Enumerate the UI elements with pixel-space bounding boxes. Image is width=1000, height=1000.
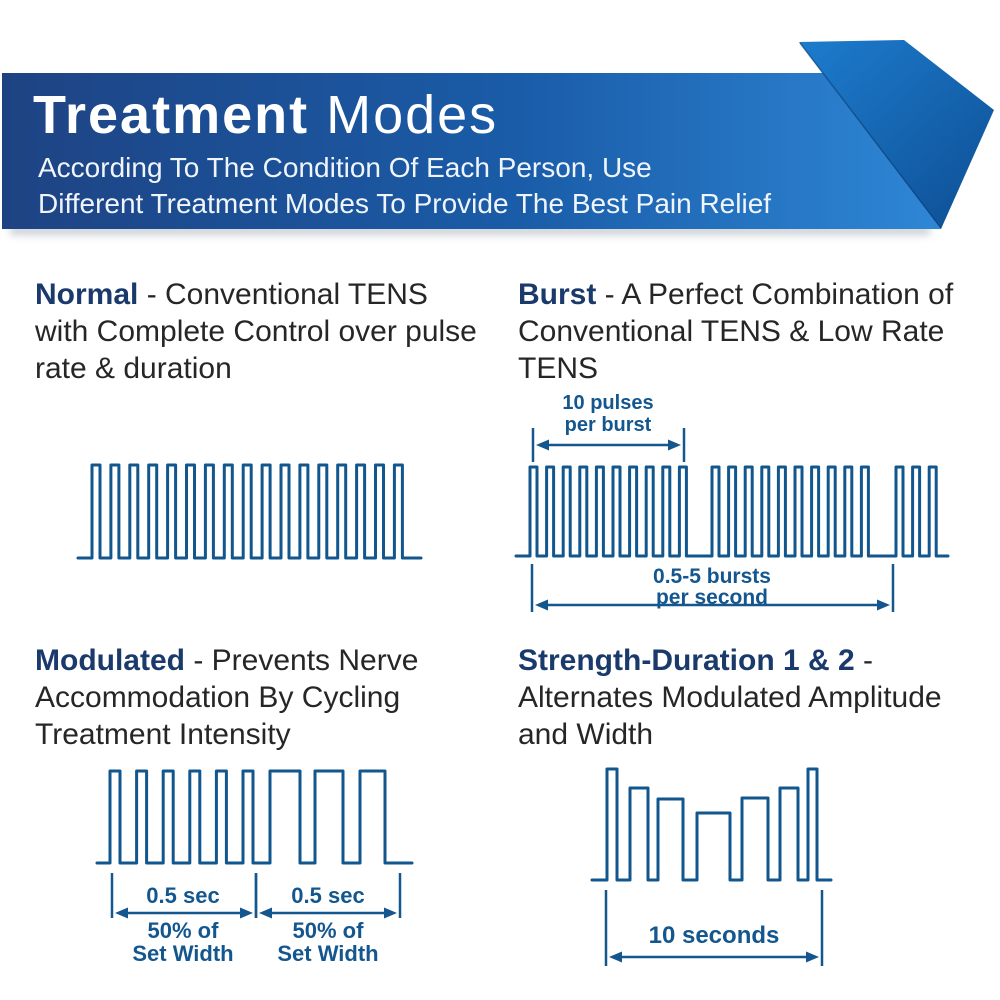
strength-duration-wave-dimension-0: 10 seconds xyxy=(604,890,824,966)
arrowhead-left-icon xyxy=(115,907,128,919)
banner-arrow-fold xyxy=(799,40,994,229)
banner-shadow xyxy=(10,226,930,235)
dimension-label: per second xyxy=(656,586,768,609)
arrowhead-left-icon xyxy=(536,439,549,451)
strength-duration-wave-trace xyxy=(590,767,833,882)
section-normal-desc: - Conventional TENS with Complete Contro… xyxy=(35,278,477,385)
dimension-label: Set Width xyxy=(132,941,233,966)
arrowhead-right-icon xyxy=(877,599,890,611)
dimension-label: 50% of xyxy=(148,918,220,943)
dimension-label: 0.5 sec xyxy=(146,883,219,908)
arrowhead-right-icon xyxy=(806,951,819,963)
section-normal-heading: Normal xyxy=(35,278,139,311)
section-modulated-heading: Modulated xyxy=(35,644,185,677)
section-burst-text: Burst - A Perfect Combination of Convent… xyxy=(518,276,980,387)
dimension-label: 10 seconds xyxy=(649,922,780,949)
normal-wave-trace xyxy=(76,463,423,560)
modulated-wave-trace xyxy=(95,769,414,865)
dimension-label: Set Width xyxy=(277,941,378,966)
banner-fold-edge-line xyxy=(799,42,942,229)
burst-wave-trace xyxy=(514,465,950,558)
section-normal-text: Normal - Conventional TENS with Complete… xyxy=(35,276,485,387)
normal-wave xyxy=(76,463,423,560)
banner-band xyxy=(2,73,941,229)
arrowhead-right-icon xyxy=(384,907,397,919)
arrowhead-right-icon xyxy=(240,907,253,919)
dimension-label: 0.5-5 bursts xyxy=(653,565,771,588)
arrowhead-right-icon xyxy=(668,439,681,451)
arrowhead-left-icon xyxy=(259,907,272,919)
dimension-label: per burst xyxy=(565,414,652,436)
dimension-label: 50% of xyxy=(293,918,365,943)
dimension-label: 10 pulses xyxy=(562,392,653,414)
arrowhead-left-icon xyxy=(535,599,548,611)
banner-subtitle: According To The Condition Of Each Perso… xyxy=(38,150,771,222)
banner-subtitle-line-1: According To The Condition Of Each Perso… xyxy=(38,152,652,183)
section-burst-heading: Burst xyxy=(518,278,597,311)
section-modulated-text: Modulated - Prevents Nerve Accommodation… xyxy=(35,642,485,753)
strength-duration-wave: 10 seconds xyxy=(590,767,833,966)
arrowhead-left-icon xyxy=(609,951,622,963)
banner-subtitle-line-2: Different Treatment Modes To Provide The… xyxy=(38,188,772,219)
banner-title: Treatment Modes xyxy=(33,88,498,142)
banner-title-bold: Treatment xyxy=(33,85,310,145)
banner-ribbon xyxy=(2,40,994,235)
section-strength-duration-text: Strength-Duration 1 & 2 - Alternates Mod… xyxy=(518,642,958,753)
banner-title-light: Modes xyxy=(309,85,499,145)
section-strength-duration-desc: - Alternates Modulated Amplitude and Wid… xyxy=(518,644,942,751)
section-burst-desc: - A Perfect Combination of Conventional … xyxy=(518,278,954,385)
dimension-label: 0.5 sec xyxy=(291,883,364,908)
section-strength-duration-heading: Strength-Duration 1 & 2 xyxy=(518,644,855,677)
section-modulated-desc: - Prevents Nerve Accommodation By Cyclin… xyxy=(35,644,419,751)
